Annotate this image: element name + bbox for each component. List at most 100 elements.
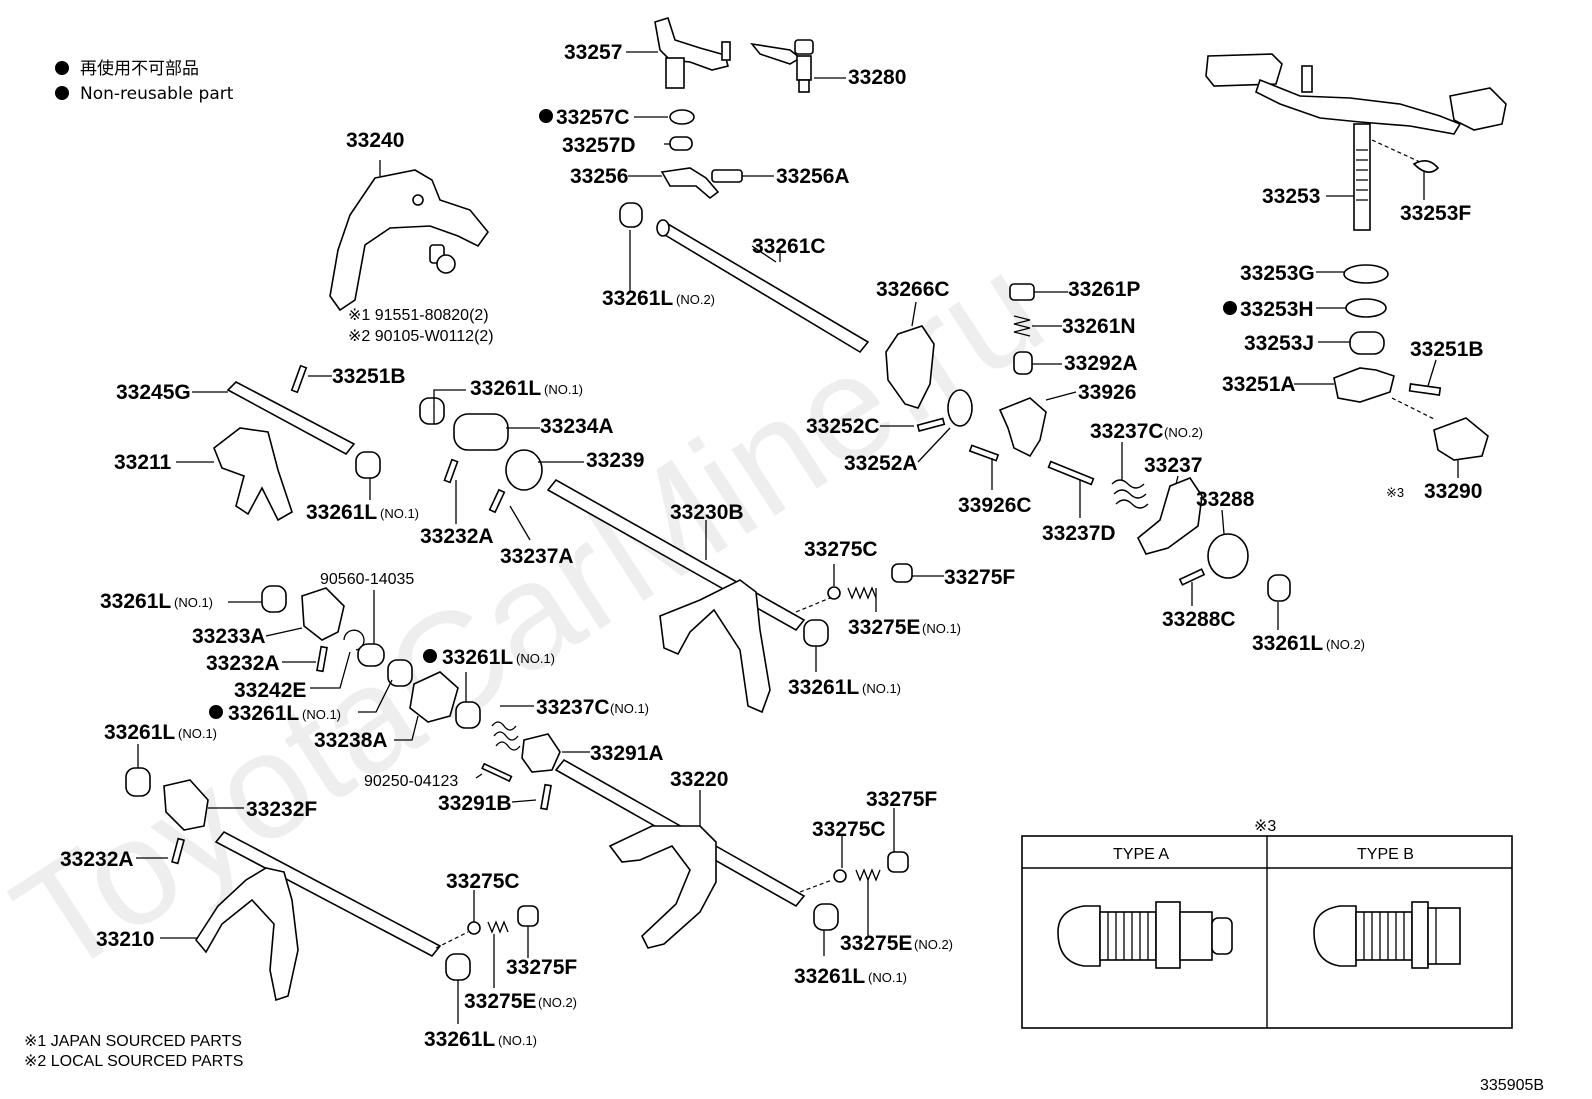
part-33232A-shape	[316, 645, 328, 673]
label-90250-04123: 90250-04123	[364, 773, 458, 790]
label-33251B: 33251B	[332, 365, 406, 388]
label-33290: 33290	[1424, 480, 1482, 503]
label-33237D: 33237D	[1042, 522, 1116, 545]
part-33252C-shape	[916, 417, 946, 432]
label-33232A: 33232A	[206, 652, 280, 675]
part-33261L-bushing	[261, 585, 287, 613]
label-33220: 33220	[670, 768, 728, 791]
part-33253G-shape	[1343, 264, 1389, 284]
part-33288C-shape	[1178, 568, 1206, 586]
label-33261L-sub: (NO.1)	[544, 382, 583, 397]
part-33238A-shape	[409, 671, 459, 723]
legend-ja: 再使用不可部品	[80, 58, 199, 79]
part-33261L-bushing	[813, 903, 839, 931]
part-33232A-shape	[443, 458, 459, 484]
label-33275E-sub: (NO.2)	[914, 937, 953, 952]
label-33253J: 33253J	[1244, 332, 1314, 355]
bolt-ref-1: ※1 91551-80820(2)	[348, 307, 489, 324]
part-33275E-spring	[855, 868, 881, 882]
part-33261L-bushing	[419, 397, 445, 425]
label-33232A: 33232A	[420, 525, 494, 548]
label-33261L: 33261L	[442, 646, 513, 669]
non-reusable-dot-icon	[209, 705, 223, 719]
label-33210: 33210	[96, 928, 154, 951]
part-33232F-shape	[163, 779, 209, 831]
label-33926: 33926	[1078, 381, 1136, 404]
label-33252A: 33252A	[844, 452, 918, 475]
label-33261L-sub: (NO.1)	[380, 506, 419, 521]
label-33261P: 33261P	[1068, 278, 1140, 301]
label-33237C-no1: 33237C	[536, 696, 610, 719]
part-33261L-bushing	[355, 451, 381, 479]
label-33257: 33257	[564, 41, 622, 64]
part-33261L-bushing	[387, 659, 413, 687]
part-33239-shape	[505, 449, 543, 491]
label-33261L: 33261L	[794, 965, 865, 988]
label-33926C: 33926C	[958, 494, 1032, 517]
part-33290-shape	[1433, 417, 1489, 461]
label-33291B: 33291B	[438, 792, 512, 815]
label-33261L-sub: (NO.1)	[516, 651, 555, 666]
label-33261L: 33261L	[228, 702, 299, 725]
part-33288-shape	[1207, 533, 1249, 579]
part-33291B-shape	[540, 783, 552, 811]
label-33261L: 33261L	[602, 287, 673, 310]
part-33261L-bushing	[125, 767, 151, 797]
part-33261P-shape	[1009, 283, 1035, 301]
label-33275E: 33275E	[840, 932, 912, 955]
label-33234A: 33234A	[540, 415, 614, 438]
label-33256: 33256	[570, 165, 628, 188]
label-33261L: 33261L	[104, 721, 175, 744]
label-33275C: 33275C	[812, 818, 886, 841]
label-33253H: 33253H	[1240, 298, 1314, 321]
part-33257D-shape	[669, 136, 693, 151]
label-33261L: 33261L	[470, 377, 541, 400]
label-33261L-sub: (NO.1)	[178, 726, 217, 741]
part-33275F-shape	[887, 851, 909, 873]
label-33232A: 33232A	[60, 848, 134, 871]
label-33261L-sub: (NO.1)	[498, 1033, 537, 1048]
part-33251B-shape	[290, 364, 308, 394]
type-b-label: TYPE B	[1357, 846, 1414, 863]
label-33261L-sub: (NO.1)	[302, 707, 341, 722]
label-33253: 33253	[1262, 185, 1320, 208]
label-33230B: 33230B	[670, 501, 744, 524]
type-box-mark: ※3	[1254, 818, 1276, 835]
part-33261L-bushing	[619, 202, 643, 228]
part-33261C-shape	[656, 219, 870, 354]
label-33242E: 33242E	[234, 679, 306, 702]
label-33275C: 33275C	[446, 870, 520, 893]
label-33261C: 33261C	[752, 235, 826, 258]
part-33275C-ball	[833, 869, 847, 883]
diagram-id: 335905B	[1480, 1077, 1544, 1094]
part-33253F-shape	[1412, 160, 1440, 173]
dash-line	[1391, 397, 1437, 421]
non-reusable-dot-icon	[55, 61, 69, 75]
label-33232F: 33232F	[246, 798, 317, 821]
part-33292A-shape	[1013, 351, 1033, 375]
dash-line	[1371, 139, 1421, 163]
label-33261L: 33261L	[424, 1028, 495, 1051]
part-33252A-shape	[947, 389, 973, 427]
label-33211: 33211	[114, 451, 172, 474]
part-33230B-shape	[546, 478, 806, 714]
label-33275F: 33275F	[866, 788, 937, 811]
part-33233A-shape	[301, 587, 345, 641]
label-33261L: 33261L	[100, 590, 171, 613]
label-33238A: 33238A	[314, 729, 388, 752]
part-33237D-shape	[1047, 460, 1095, 486]
part-33926C-shape	[968, 444, 1000, 462]
label-33275E-sub: (NO.2)	[538, 995, 577, 1010]
footnote-local: ※2 LOCAL SOURCED PARTS	[24, 1053, 243, 1070]
label-33237A: 33237A	[500, 545, 574, 568]
label-33252C: 33252C	[806, 415, 880, 438]
part-33240-shape	[329, 169, 490, 312]
label-33261L-sub: (NO.1)	[174, 595, 213, 610]
type-a-plug-icon	[1057, 901, 1233, 969]
label-33239: 33239	[586, 449, 644, 472]
leader-lines	[136, 51, 1459, 1024]
label-33251B: 33251B	[1410, 338, 1484, 361]
part-33280-shape	[750, 39, 814, 93]
label-33292A: 33292A	[1064, 352, 1138, 375]
part-33232A-shape	[171, 837, 185, 865]
